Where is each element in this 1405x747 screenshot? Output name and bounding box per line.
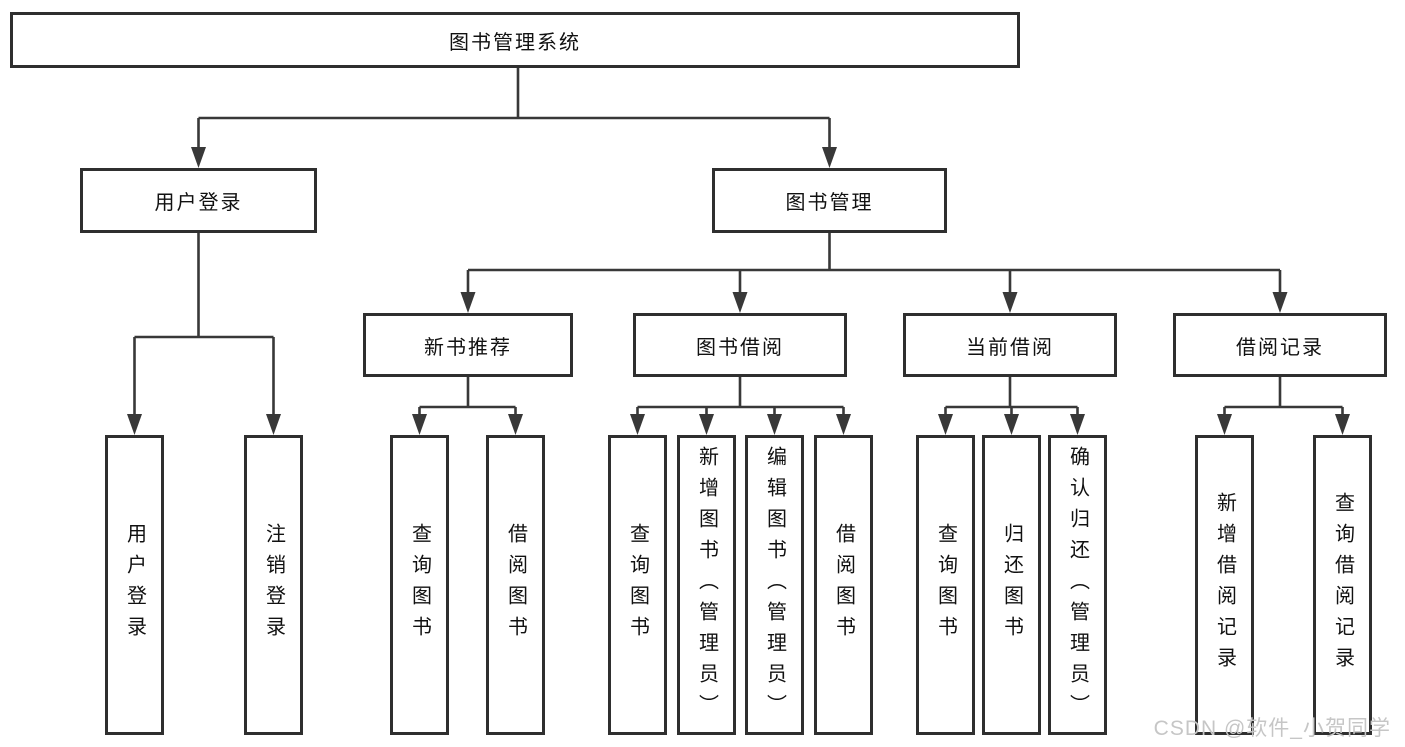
- node-leaf-edit-book-admin: 编辑图书（管理员）: [745, 435, 804, 735]
- arrowhead: [1272, 292, 1288, 313]
- connector-line: [636, 377, 845, 419]
- node-leaf-add-borrow-record: 新增借阅记录: [1195, 435, 1254, 735]
- arrowhead: [460, 292, 476, 313]
- node-section-new-books: 新书推荐: [363, 313, 573, 377]
- leaf-label: 查询借阅记录: [1331, 492, 1354, 678]
- node-leaf-query-borrow-record: 查询借阅记录: [1313, 435, 1372, 735]
- leaf-label: 注销登录: [262, 523, 285, 647]
- connector-borrow-records: [1217, 377, 1350, 435]
- connector-line: [1223, 377, 1344, 419]
- watermark-text: CSDN @软件_小贺同学: [1153, 717, 1391, 740]
- arrowhead: [938, 414, 953, 435]
- leaf-label: 新增借阅记录: [1213, 492, 1236, 678]
- node-book-mgmt: 图书管理: [712, 168, 947, 233]
- node-section-borrow-records: 借阅记录: [1173, 313, 1387, 377]
- node-leaf-query-books-2: 查询图书: [608, 435, 667, 735]
- connector-user-login: [127, 233, 281, 435]
- connector-line: [197, 68, 831, 152]
- arrowhead: [1004, 414, 1019, 435]
- arrowhead: [699, 414, 714, 435]
- arrowhead: [266, 414, 281, 435]
- leaf-label: 查询图书: [626, 523, 649, 647]
- node-leaf-confirm-return-admin: 确认归还（管理员）: [1048, 435, 1107, 735]
- arrowhead: [630, 414, 645, 435]
- arrowhead: [127, 414, 142, 435]
- arrowhead: [836, 414, 851, 435]
- node-leaf-add-book-admin: 新增图书（管理员）: [677, 435, 736, 735]
- arrowhead: [1002, 292, 1018, 313]
- node-leaf-borrow-books: 借阅图书: [486, 435, 545, 735]
- connector-line: [944, 377, 1079, 419]
- leaf-label: 借阅图书: [504, 523, 527, 647]
- node-leaf-query-books-3: 查询图书: [916, 435, 975, 735]
- node-leaf-borrow-books-2: 借阅图书: [814, 435, 873, 735]
- leaf-label: 确认归还（管理员）: [1066, 445, 1089, 725]
- node-leaf-query-books: 查询图书: [390, 435, 449, 735]
- leaf-label: 新增图书（管理员）: [695, 445, 718, 725]
- arrowhead: [767, 414, 782, 435]
- connector-book-mgmt: [460, 233, 1288, 313]
- leaf-label: 查询图书: [934, 523, 957, 647]
- node-leaf-return-book: 归还图书: [982, 435, 1041, 735]
- node-leaf-logout: 注销登录: [244, 435, 303, 735]
- arrowhead: [191, 147, 206, 168]
- arrowhead: [822, 147, 837, 168]
- node-leaf-user-login: 用户登录: [105, 435, 164, 735]
- node-root: 图书管理系统: [10, 12, 1020, 68]
- connector-line: [133, 233, 275, 419]
- node-section-book-borrow: 图书借阅: [633, 313, 847, 377]
- connector-book-borrow: [630, 377, 851, 435]
- leaf-label: 归还图书: [1000, 523, 1023, 647]
- connector-root: [191, 68, 837, 168]
- leaf-label: 查询图书: [408, 523, 431, 647]
- node-section-current-borrow: 当前借阅: [903, 313, 1117, 377]
- arrowhead: [508, 414, 523, 435]
- arrowhead: [1335, 414, 1350, 435]
- connector-line: [466, 233, 1282, 297]
- leaf-label: 借阅图书: [832, 523, 855, 647]
- connector-current-borrow: [938, 377, 1085, 435]
- node-user-login: 用户登录: [80, 168, 317, 233]
- arrowhead: [1070, 414, 1085, 435]
- leaf-label: 编辑图书（管理员）: [763, 445, 786, 725]
- arrowhead: [412, 414, 427, 435]
- connector-new-books: [412, 377, 523, 435]
- connector-line: [418, 377, 517, 419]
- arrowhead: [732, 292, 748, 313]
- arrowhead: [1217, 414, 1232, 435]
- leaf-label: 用户登录: [123, 523, 146, 647]
